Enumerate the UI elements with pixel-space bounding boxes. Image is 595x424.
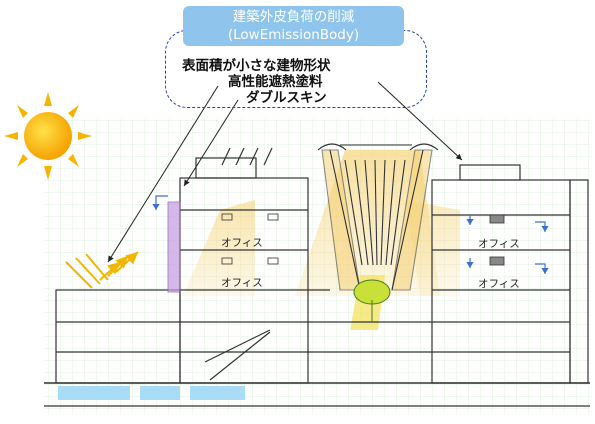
pointer-arrows <box>107 81 463 263</box>
double-skin-facade <box>167 201 181 293</box>
air-outlets <box>221 213 505 266</box>
title-line2: (LowEmissionBody) <box>227 27 360 43</box>
office-label-right-upper: オフィス <box>478 238 520 250</box>
feature-heat-shield-paint: 高性能遮熱塗料 <box>228 74 323 90</box>
atrium-tree <box>353 279 391 322</box>
office-label-left-upper: オフィス <box>221 237 263 249</box>
feature-compact-shape: 表面積が小さな建物形状 <box>182 58 331 74</box>
sun-icon <box>4 92 92 180</box>
office-label-right-lower: オフィス <box>478 278 520 290</box>
office-label-left-lower: オフィス <box>221 277 263 289</box>
airflow-arrows <box>152 195 549 274</box>
feature-double-skin: ダブルスキン <box>246 90 327 106</box>
rooftop-equipment <box>221 147 273 166</box>
water-pools <box>58 386 245 400</box>
building-structure <box>44 157 590 407</box>
title-badge: 建築外皮負荷の削減 (LowEmissionBody) <box>183 6 404 46</box>
title-line1: 建築外皮負荷の削減 <box>232 9 355 25</box>
atrium-funnel <box>317 143 439 291</box>
reflected-sunlight-rays <box>65 251 139 289</box>
